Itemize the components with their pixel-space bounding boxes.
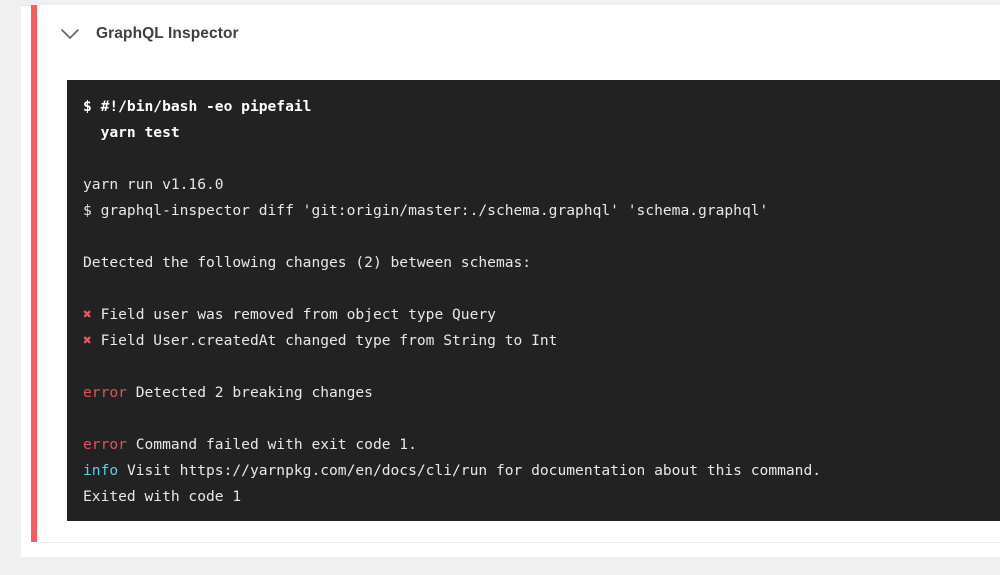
terminal-command-text: yarn test [100,124,180,141]
breaking-change-text: Field User.createdAt changed type from S… [100,332,558,349]
terminal-line [83,224,1000,250]
terminal-prompt [83,124,101,141]
terminal-line [83,406,1000,432]
terminal-log-output[interactable]: $ #!/bin/bash -eo pipefail yarn test yar… [67,80,1000,521]
terminal-line: ✖ Field User.createdAt changed type from… [83,328,1000,354]
log-message-text: Visit https://yarnpkg.com/en/docs/cli/ru… [126,462,822,479]
terminal-line: $ graphql-inspector diff 'git:origin/mas… [83,198,1000,224]
terminal-line [83,276,1000,302]
log-message-text: Command failed with exit code 1. [135,436,417,453]
terminal-prompt: $ [83,98,101,115]
breaking-change-x-icon: ✖ [83,332,101,349]
breaking-change-x-icon: ✖ [83,306,101,323]
breaking-change-text: Field user was removed from object type … [100,306,496,323]
terminal-line: yarn run v1.16.0 [83,172,1000,198]
terminal-output-text: yarn run v1.16.0 [83,176,224,193]
step-bottom-divider [37,542,1000,543]
log-message-text: Detected 2 breaking changes [135,384,373,401]
terminal-line: error Detected 2 breaking changes [83,380,1000,406]
terminal-output-text: Exited with code 1 [83,488,242,505]
chevron-down-icon[interactable] [58,22,82,46]
terminal-line: error Command failed with exit code 1. [83,432,1000,458]
step-status-accent-bar [31,5,37,542]
terminal-line: Exited with code 1 [83,484,1000,510]
terminal-output-text: Detected the following changes (2) betwe… [83,254,532,271]
terminal-output-text: $ graphql-inspector diff 'git:origin/mas… [83,202,769,219]
log-level-tag-error: error [83,436,136,453]
log-level-tag-error: error [83,384,136,401]
step-left-rule [37,5,38,542]
terminal-line: $ #!/bin/bash -eo pipefail [83,94,1000,120]
step-title: GraphQL Inspector [96,24,239,42]
terminal-line: yarn test [83,120,1000,146]
terminal-line [83,354,1000,380]
terminal-line: Detected the following changes (2) betwe… [83,250,1000,276]
terminal-line: ✖ Field user was removed from object typ… [83,302,1000,328]
terminal-line: info Visit https://yarnpkg.com/en/docs/c… [83,458,1000,484]
terminal-command-text: #!/bin/bash -eo pipefail [100,98,312,115]
step-header-graphql-inspector[interactable]: GraphQL Inspector [38,5,1000,62]
terminal-line [83,146,1000,172]
log-level-tag-info: info [83,462,127,479]
